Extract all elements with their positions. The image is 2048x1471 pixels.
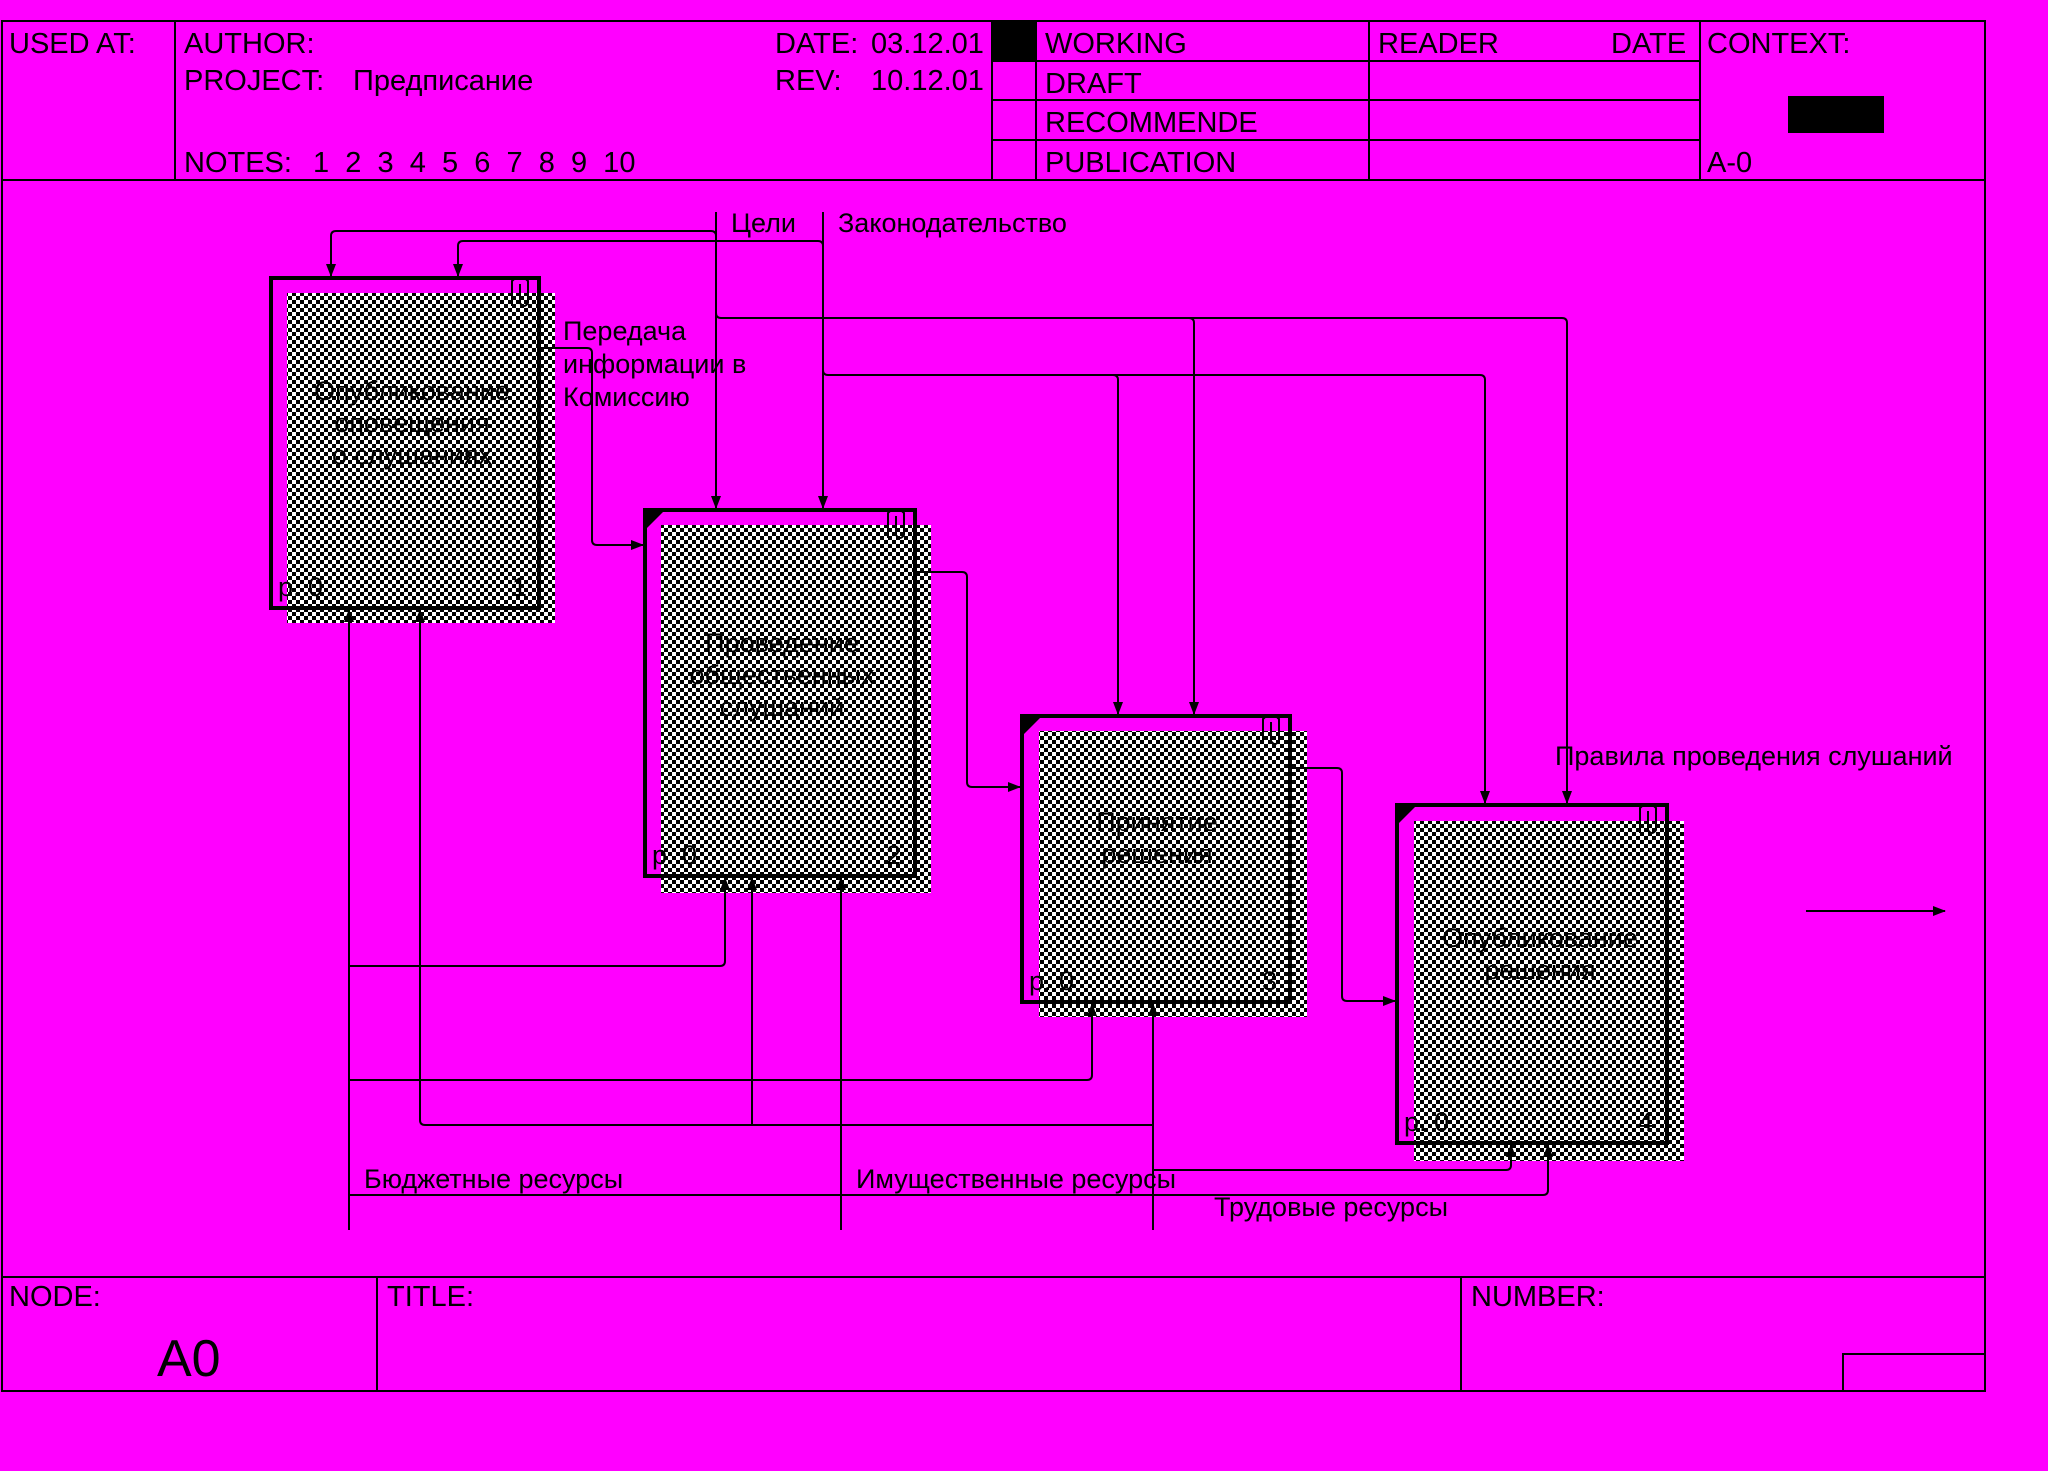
status-draft: DRAFT	[1045, 68, 1142, 100]
legislation-to-box-3	[1112, 374, 1123, 715]
box-3-number: 3	[1262, 966, 1277, 996]
author-label: AUTHOR:	[184, 28, 315, 60]
box-4-number: 4	[1638, 1107, 1653, 1137]
reader-label: READER	[1378, 28, 1499, 60]
used-at-label: USED AT:	[9, 28, 136, 60]
rev-value: 10.12.01	[871, 65, 984, 97]
activity-box-2[interactable]: Проведение общественных слушаний р. 0 2	[643, 508, 931, 893]
label-transfer-1: Передача	[563, 316, 687, 346]
diagram-frame	[1, 180, 1986, 1277]
label-rules: Правила проведения слушаний	[1555, 741, 1953, 771]
legislation-to-box-3-4	[822, 369, 1490, 804]
rev-label: REV:	[775, 65, 842, 97]
box-3-note-clip-icon	[1262, 714, 1280, 745]
box-2-line-1: Проведение	[705, 628, 859, 658]
box-1-line-2: оповещения	[334, 408, 489, 438]
label-goals: Цели	[731, 208, 796, 238]
number-label: NUMBER:	[1471, 1281, 1605, 1313]
label-labor: Трудовые ресурсы	[1214, 1192, 1448, 1222]
status-publication: PUBLICATION	[1045, 147, 1236, 179]
project-label: PROJECT:	[184, 65, 324, 97]
activity-box-4[interactable]: Опубликование решения р. 0 4	[1395, 803, 1684, 1161]
box-2-line-3: слушаний	[720, 692, 845, 722]
box-2-line-2: общественных	[689, 660, 875, 690]
context-label: CONTEXT:	[1707, 28, 1850, 60]
goals-to-box-1	[326, 230, 717, 277]
labor-to-box-4	[1153, 1144, 1516, 1171]
box-1-line-1: Опубликование	[314, 376, 510, 406]
box-1-cost: р. 0	[278, 572, 323, 602]
control-arrows	[326, 212, 1572, 804]
goals-to-box-3-4	[715, 312, 1572, 804]
flow-arrows	[541, 347, 1946, 1006]
budget-to-box-2	[349, 877, 730, 967]
node-label: NODE:	[9, 1281, 101, 1313]
node-value: A0	[157, 1330, 221, 1388]
box-3-cost: р. 0	[1029, 966, 1074, 996]
box-1-number: 1	[512, 572, 527, 602]
legislation-to-box-1	[453, 240, 824, 277]
activity-box-1[interactable]: Опубликование оповещения о слушаниях р. …	[269, 276, 555, 623]
box-4-note-clip-icon	[1639, 803, 1657, 834]
box-2-corner-mark	[647, 512, 663, 528]
transfer-box1-to-box2	[541, 347, 644, 550]
project-value: Предписание	[353, 65, 533, 97]
notes-numbers: 1 2 3 4 5 6 7 8 9 10	[313, 147, 635, 179]
goals-to-box-3	[1188, 317, 1199, 715]
box-4-cost: р. 0	[1404, 1107, 1449, 1137]
notes-label: NOTES:	[184, 147, 292, 179]
budget-to-box-4	[349, 1144, 1553, 1196]
box-3-corner-mark	[1024, 718, 1040, 734]
box-1-note-clip-icon	[511, 276, 529, 307]
box-2-cost: р. 0	[652, 840, 697, 870]
box-4-line-1: Опубликование	[1442, 923, 1638, 953]
title-label: TITLE:	[387, 1281, 474, 1313]
footer-frame	[1, 1276, 1986, 1392]
context-thumbnail	[1788, 96, 1884, 133]
label-property: Имущественные ресурсы	[856, 1164, 1176, 1194]
box-2-note-clip-icon	[887, 508, 905, 539]
box-4-line-2: решения	[1484, 955, 1595, 985]
date-label: DATE:	[775, 28, 858, 60]
box3-to-box4	[1292, 767, 1396, 1006]
label-transfer-2: информации в	[563, 349, 746, 379]
status-recommended: RECOMMENDE	[1045, 107, 1258, 139]
box-3-line-2: решения	[1101, 839, 1212, 869]
labor-to-box-1-2	[415, 609, 1153, 1126]
context-node: A-0	[1707, 147, 1752, 179]
label-transfer-3: Комиссию	[563, 382, 690, 412]
activity-box-3[interactable]: Принятие решения р. 0 3	[1020, 714, 1307, 1017]
box-1-line-3: о слушаниях	[332, 440, 493, 470]
box-3-line-1: Принятие	[1096, 807, 1218, 837]
mechanism-arrows	[344, 609, 1553, 1230]
box-4-corner-mark	[1399, 807, 1415, 823]
box-2-number: 2	[886, 840, 901, 870]
label-budget: Бюджетные ресурсы	[364, 1164, 623, 1194]
reader-date-label: DATE	[1611, 28, 1686, 60]
box2-to-box3	[917, 571, 1021, 792]
working-status-marker	[993, 22, 1036, 61]
budget-to-box-3	[349, 1003, 1097, 1081]
label-legislation: Законодательство	[838, 208, 1067, 238]
status-working: WORKING	[1045, 28, 1187, 60]
header-frame	[1, 20, 1986, 181]
date-value: 03.12.01	[871, 28, 984, 60]
